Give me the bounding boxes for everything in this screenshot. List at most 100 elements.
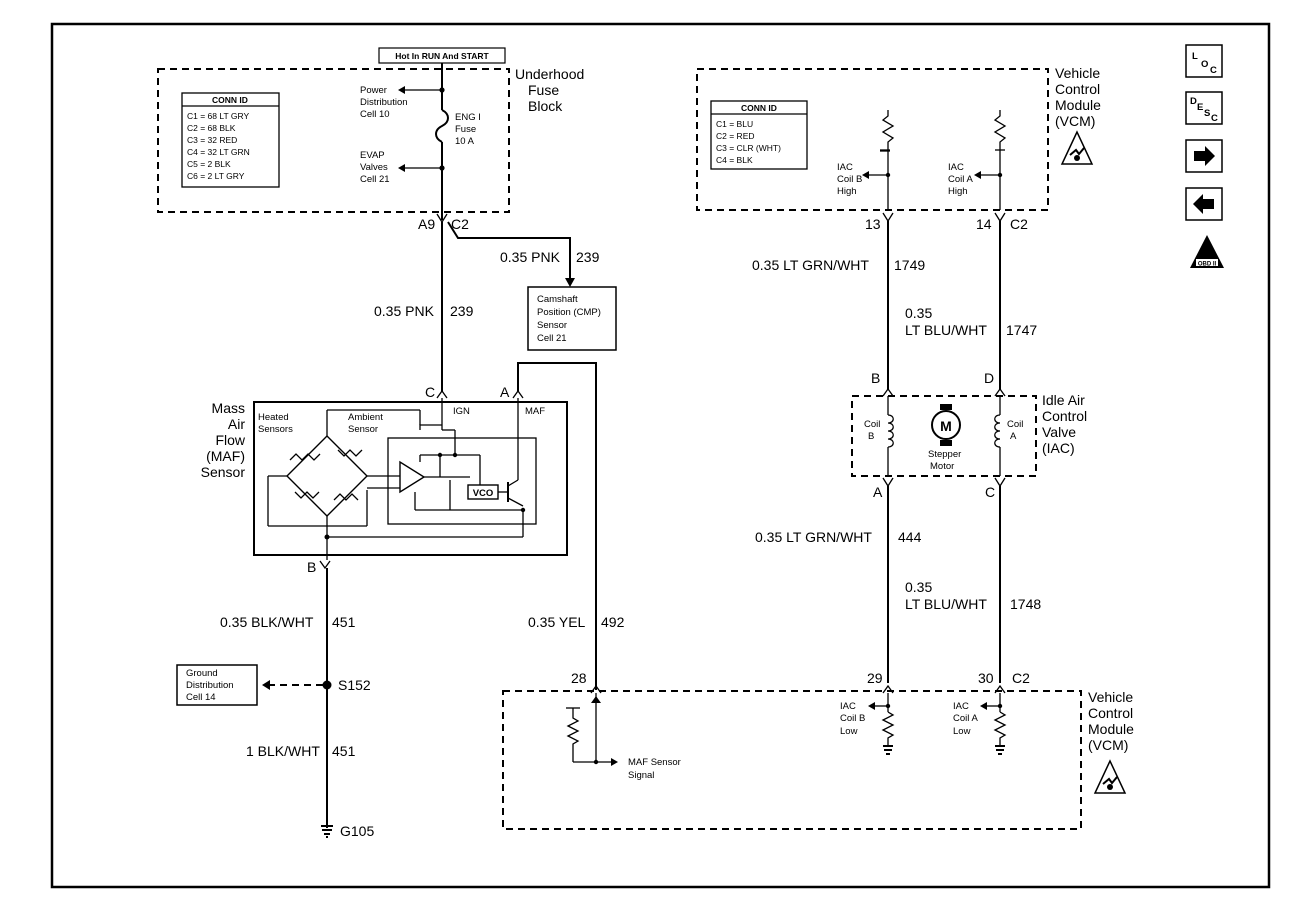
vcm-conn-id-title: CONN ID: [741, 103, 777, 113]
coil-a-high-3: High: [948, 186, 968, 197]
cmp-label-3: Sensor: [537, 320, 567, 331]
maf-pin-a: A: [500, 384, 510, 400]
vcm-conn-id-row: C2 = RED: [716, 131, 755, 141]
vcm-bottom-title-3: Module: [1088, 721, 1134, 737]
fuse-label-1: ENG I: [455, 112, 481, 123]
maf-title-3: Flow: [215, 432, 245, 448]
fuse-pin-a9: A9: [418, 216, 435, 232]
power-dist-label-2: Distribution: [360, 97, 408, 108]
wire-gauge-ltblu-bot: 0.35: [905, 579, 932, 595]
wire-circuit-yel: 492: [601, 614, 625, 630]
wire-label-pnk-maf: 0.35 PNK: [374, 303, 435, 319]
loc-c: C: [1210, 65, 1217, 76]
coil-b-high-1: IAC: [837, 162, 853, 173]
esd-warning-icon: [1093, 759, 1127, 794]
wire-label-blk-bot: 1 BLK/WHT: [246, 743, 320, 759]
ground-icon: [321, 825, 333, 838]
cmp-label-1: Camshaft: [537, 294, 578, 305]
arrow-left-icon: [1193, 194, 1214, 214]
wire-label-ltgrn-bot: 0.35 LT GRN/WHT: [755, 529, 872, 545]
vcm-top-title-1: Vehicle: [1055, 65, 1100, 81]
coil-a-low-3: Low: [953, 726, 971, 737]
maf-signal-label: MAF: [525, 406, 545, 417]
coil-a-icon: [994, 414, 1001, 448]
wire-label-ltblu-bot: LT BLU/WHT: [905, 596, 987, 612]
maf-ign-label: IGN: [453, 406, 470, 417]
motor-letter: M: [940, 418, 952, 434]
power-dist-label-1: Power: [360, 85, 387, 96]
vcm-top-connector-c2: C2: [1010, 216, 1028, 232]
resistor-icon: [993, 110, 1007, 150]
wire-circuit-blk-top: 451: [332, 614, 356, 630]
obd-ii-button[interactable]: OBD II: [1190, 235, 1224, 268]
maf-title-4: (MAF): [206, 448, 245, 464]
vcm-bottom-title-2: Control: [1088, 705, 1133, 721]
coil-b-high-2: Coil B: [837, 174, 862, 185]
desc-c: C: [1211, 113, 1218, 124]
vcm-pin-13: 13: [865, 216, 881, 232]
ground-dist-label-2: Distribution: [186, 680, 234, 691]
fuse-connector-c2: C2: [451, 216, 469, 232]
maf-signal-label-1: MAF Sensor: [628, 757, 681, 768]
fuse-block: Underhood Fuse Block CONN ID C1 = 68 LT …: [157, 63, 584, 232]
desc-button[interactable]: D E S C: [1185, 91, 1223, 125]
loc-button[interactable]: L O C: [1185, 44, 1223, 78]
vcm-bottom: Vehicle Control Module (VCM) 28 29 30 C2…: [502, 670, 1134, 830]
wire-circuit-ltgrn-bot: 444: [898, 529, 922, 545]
coil-b-low-2: Coil B: [840, 713, 865, 724]
maf-pin-b: B: [307, 559, 316, 575]
vcm-conn-id-table: CONN ID C1 = BLU C2 = RED C3 = CLR (WHT)…: [710, 100, 808, 170]
vcm-conn-id-row: C4 = BLK: [716, 155, 753, 165]
vcm-top-title-2: Control: [1055, 81, 1100, 97]
page-frame: [50, 22, 1271, 889]
ambient-label-1: Ambient: [348, 412, 383, 423]
coil-a-high-2: Coil A: [948, 174, 973, 185]
prev-page-button[interactable]: [1185, 187, 1223, 221]
maf-title-1: Mass: [212, 400, 245, 416]
coil-b-high-3: High: [837, 186, 857, 197]
wire-label-blk-top: 0.35 BLK/WHT: [220, 614, 314, 630]
iac-pin-d: D: [984, 370, 994, 386]
maf-signal-label-2: Signal: [628, 770, 654, 781]
ambient-label-2: Sensor: [348, 424, 378, 435]
next-page-button[interactable]: [1185, 139, 1223, 173]
splice-label: S152: [338, 677, 371, 693]
iac-pin-c: C: [985, 484, 995, 500]
fuse-conn-id-row: C3 = 32 RED: [187, 135, 237, 145]
wire-label-pnk-cmp: 0.35 PNK: [500, 249, 561, 265]
amplifier-icon: [399, 460, 426, 494]
cmp-label-2: Position (CMP): [537, 307, 601, 318]
desc-s: S: [1204, 108, 1210, 119]
stepper-motor-label-2: Motor: [930, 461, 954, 472]
vcm-bottom-title-1: Vehicle: [1088, 689, 1133, 705]
iac-coil-a-1: Coil: [1007, 419, 1023, 430]
iac-pin-a: A: [873, 484, 883, 500]
iac-title-1: Idle Air: [1042, 392, 1085, 408]
vcm-top: Vehicle Control Module (VCM) CONN ID C1 …: [696, 65, 1101, 232]
desc-d: D: [1190, 96, 1197, 107]
loc-l: L: [1192, 51, 1198, 62]
wire-circuit-blk-bot: 451: [332, 743, 356, 759]
obd-label: OBD II: [1198, 262, 1217, 268]
fuse-block-title-2: Fuse: [528, 82, 559, 98]
maf-sensor: Mass Air Flow (MAF) Sensor C A B IGN MAF…: [201, 384, 568, 575]
coil-a-low-1: IAC: [953, 701, 969, 712]
fuse-icon: [435, 109, 449, 143]
cmp-sensor-ref[interactable]: Camshaft Position (CMP) Sensor Cell 21: [527, 286, 617, 351]
maf-pin-c: C: [425, 384, 435, 400]
iac-title-4: (IAC): [1042, 440, 1075, 456]
esd-warning-icon: [1060, 130, 1094, 165]
fuse-block-title-3: Block: [528, 98, 563, 114]
ground-label: G105: [340, 823, 374, 839]
ground-dist-ref[interactable]: Ground Distribution Cell 14: [176, 664, 258, 706]
iac-pin-b: B: [871, 370, 880, 386]
stepper-motor-label-1: Stepper: [928, 449, 961, 460]
cmp-label-4: Cell 21: [537, 333, 567, 344]
ground-icon: [995, 745, 1005, 755]
vcm-pin-30: 30: [978, 670, 994, 686]
ground-dist-label-3: Cell 14: [186, 692, 216, 703]
resistor-icon: [881, 711, 895, 745]
wire-circuit-ltgrn-top: 1749: [894, 257, 925, 273]
power-dist-label-3: Cell 10: [360, 109, 390, 120]
